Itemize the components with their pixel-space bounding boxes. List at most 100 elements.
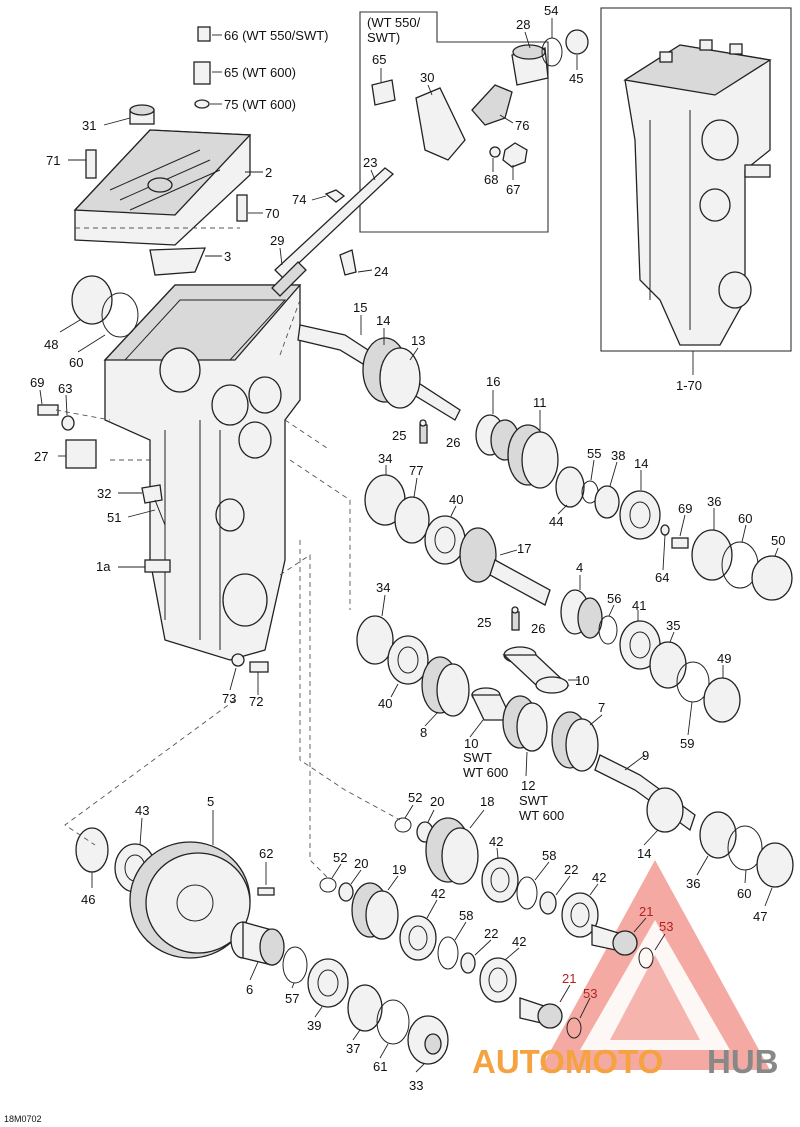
gear-12 <box>502 695 548 752</box>
circlip-59 <box>676 661 710 703</box>
callout-14-mid: 14 <box>634 456 648 471</box>
callout-41: 41 <box>632 598 646 613</box>
seal-46 <box>75 827 109 873</box>
callout-52-lower: 52 <box>333 850 347 865</box>
bolt-72 <box>249 661 269 673</box>
gear-11 <box>507 424 559 489</box>
callout-3: 3 <box>224 249 231 264</box>
callout-51: 51 <box>107 510 121 525</box>
callout-75: 75 (WT 600) <box>224 97 296 112</box>
callout-58-lower: 58 <box>459 908 473 923</box>
callout-77: 77 <box>409 463 423 478</box>
callout-53-upper: 53 <box>659 919 673 934</box>
callout-76: 76 <box>515 118 529 133</box>
callout-30: 30 <box>420 70 434 85</box>
bearing-42c <box>561 892 599 938</box>
callout-73: 73 <box>222 691 236 706</box>
callout-24: 24 <box>374 264 388 279</box>
callout-71: 71 <box>46 153 60 168</box>
ball-26a <box>419 419 427 427</box>
ring-38 <box>594 485 620 519</box>
bolt-70 <box>236 194 248 222</box>
washer-63 <box>61 415 75 431</box>
springs-51 <box>154 499 166 526</box>
sleeve-6 <box>230 921 285 966</box>
bearing-39 <box>307 958 349 1008</box>
callout-72: 72 <box>249 694 263 709</box>
callout-8: 8 <box>420 725 427 740</box>
callout-44: 44 <box>549 514 563 529</box>
shaft-21b <box>519 997 563 1029</box>
callout-21-upper: 21 <box>639 904 653 919</box>
callout-42-c: 42 <box>592 870 606 885</box>
callout-63: 63 <box>58 381 72 396</box>
dashed-alignment-lines <box>55 227 401 881</box>
callout-50: 50 <box>771 533 785 548</box>
callout-62: 62 <box>259 846 273 861</box>
spring-25a <box>419 424 428 444</box>
callout-21-lower: 21 <box>562 971 576 986</box>
inset-box-label: (WT 550/ SWT) <box>367 15 424 45</box>
callout-61: 61 <box>373 1059 387 1074</box>
gear-19 <box>351 882 399 940</box>
callout-70: 70 <box>265 206 279 221</box>
callout-47: 47 <box>753 909 767 924</box>
callout-14-low: 14 <box>637 846 651 861</box>
callout-18: 18 <box>480 794 494 809</box>
callout-42-b: 42 <box>431 886 445 901</box>
callout-27: 27 <box>34 449 48 464</box>
callout-labels: 66 (WT 550/SWT) 65 (WT 600) 75 (WT 600) … <box>30 3 785 1093</box>
callout-69-left: 69 <box>30 375 44 390</box>
callout-25-upper: 25 <box>392 428 406 443</box>
bearing-42d <box>479 957 517 1003</box>
bolt-71 <box>85 149 97 179</box>
leader-lines <box>39 18 779 1073</box>
callout-10-note: SWT WT 600 <box>463 750 508 780</box>
seal-36b <box>699 811 737 859</box>
circlip-61 <box>376 999 410 1045</box>
bearing-40a <box>424 515 466 565</box>
oring-53b <box>566 1017 582 1039</box>
callout-28: 28 <box>516 17 530 32</box>
washer-73 <box>231 653 245 667</box>
callout-60-upper: 60 <box>69 355 83 370</box>
bushing-10b <box>470 687 514 721</box>
callout-48: 48 <box>44 337 58 352</box>
callout-38: 38 <box>611 448 625 463</box>
callout-53-lower: 53 <box>583 986 597 1001</box>
callout-34-upper: 34 <box>378 451 392 466</box>
seal-45 <box>565 29 589 55</box>
cover-49 <box>703 677 741 723</box>
assembly-box <box>600 7 792 352</box>
callout-7: 7 <box>598 700 605 715</box>
callout-1a: 1a <box>96 559 111 574</box>
callout-65-inset: 65 <box>372 52 386 67</box>
callout-74: 74 <box>292 192 306 207</box>
callout-1-70: 1-70 <box>676 378 702 393</box>
callout-22-upper: 22 <box>564 862 578 877</box>
callout-69-right: 69 <box>678 501 692 516</box>
inset-parts <box>371 79 528 168</box>
inset-box-wt550 <box>359 11 549 233</box>
callout-22-lower: 22 <box>484 926 498 941</box>
watermark-triangle-inner <box>580 920 730 1050</box>
callout-2: 2 <box>265 165 272 180</box>
washer-22a <box>539 891 557 915</box>
callout-45: 45 <box>569 71 583 86</box>
callout-56: 56 <box>607 591 621 606</box>
callout-33: 33 <box>409 1078 423 1093</box>
callout-66: 66 (WT 550/SWT) <box>224 28 329 43</box>
top-cover <box>73 129 252 246</box>
bearing-14c <box>646 787 684 833</box>
bearing-42b <box>399 915 437 961</box>
washer-64 <box>660 524 670 536</box>
watermark-brand-left: AUTOMOTO <box>472 1043 663 1080</box>
callout-65-wt600: 65 (WT 600) <box>224 65 296 80</box>
sensor-66 <box>197 26 211 42</box>
callout-5: 5 <box>207 794 214 809</box>
bearing-44 <box>555 466 585 508</box>
plug-31 <box>129 104 155 125</box>
bolt-69b <box>671 537 689 549</box>
callout-25-lower: 25 <box>477 615 491 630</box>
callout-37: 37 <box>346 1041 360 1056</box>
